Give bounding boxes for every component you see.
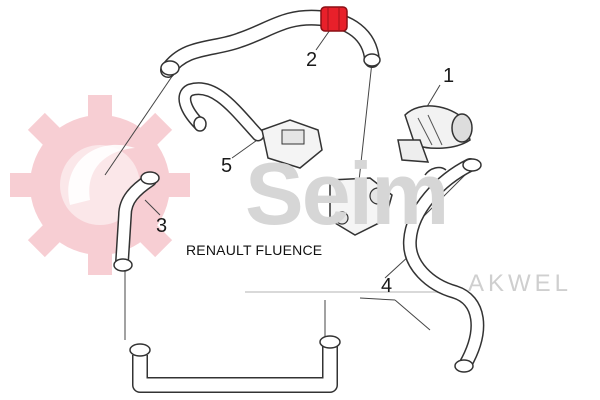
thermostat-housing xyxy=(329,177,393,236)
callout-1: 1 xyxy=(443,65,455,87)
part-2-hose xyxy=(160,6,381,78)
callout-4: 4 xyxy=(381,275,393,297)
part-1-elbow xyxy=(397,105,473,163)
watermark-sub-brand: AKWEL xyxy=(468,270,573,297)
callout-2: 2 xyxy=(306,49,318,71)
radiator-pipe xyxy=(129,335,341,393)
gear-logo-icon xyxy=(10,95,190,275)
callout-5: 5 xyxy=(221,155,233,177)
watermark-brand: Seim xyxy=(245,144,449,243)
callout-3: 3 xyxy=(156,215,168,237)
red-clamp-highlight xyxy=(320,6,348,32)
part-5-hose xyxy=(178,82,323,169)
part-3-hose xyxy=(113,171,160,272)
vehicle-label: RENAULT FLUENCE xyxy=(186,242,323,258)
part-4-hose xyxy=(402,158,485,373)
